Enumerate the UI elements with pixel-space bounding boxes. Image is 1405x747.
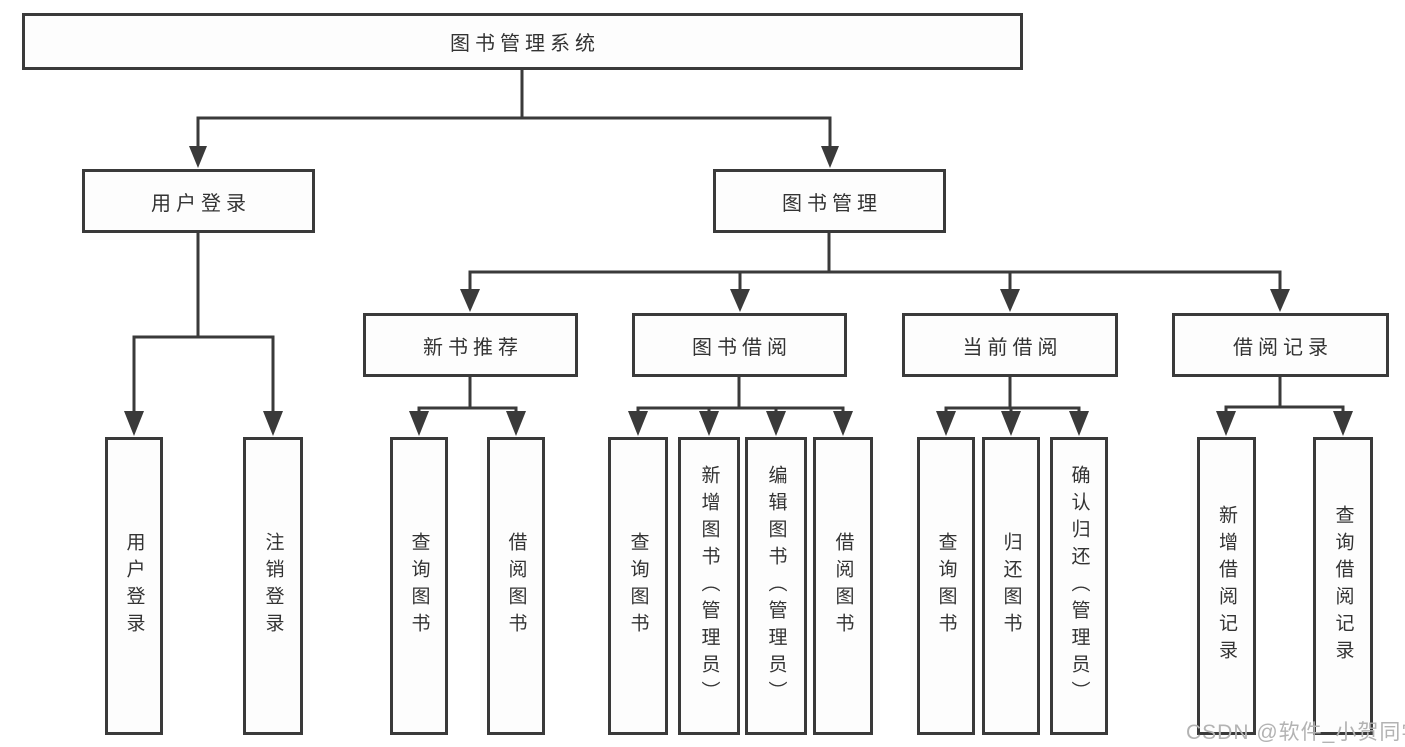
connector-records — [1224, 375, 1345, 417]
leaf-label: 新增借阅记录 — [1216, 505, 1237, 667]
connector-root — [196, 68, 832, 152]
csdn-watermark: CSDN @软件_小贺同学 — [1186, 721, 1405, 744]
node-label: 图书管理系统 — [450, 33, 600, 55]
leaf-borrow-books-1: 借阅图书 — [487, 437, 545, 735]
connector-user-login — [132, 231, 275, 417]
leaf-label: 归还图书 — [1000, 532, 1022, 640]
leaf-label: 查询图书 — [627, 532, 649, 640]
leaf-borrow-books-2: 借阅图书 — [813, 437, 873, 735]
node-root-system: 图书管理系统 — [22, 13, 1023, 70]
node-label: 当前借阅 — [962, 336, 1063, 359]
leaf-label: 借阅图书 — [832, 532, 854, 640]
leaf-label: 新增图书（管理员） — [698, 464, 720, 708]
leaf-label: 查询图书 — [935, 532, 957, 640]
leaf-label: 注销登录 — [262, 532, 284, 640]
connector-book-mgmt — [468, 231, 1282, 295]
leaf-logout: 注销登录 — [243, 437, 303, 735]
leaf-label: 借阅图书 — [505, 532, 527, 640]
arrowheads — [124, 146, 1353, 436]
leaf-user-login: 用户登录 — [105, 437, 163, 735]
leaf-add-borrow-record: 新增借阅记录 — [1197, 437, 1256, 735]
node-label: 图书管理 — [782, 192, 882, 215]
leaf-label: 查询图书 — [408, 532, 430, 640]
node-book-management: 图书管理 — [713, 169, 946, 233]
node-new-book-recommend: 新书推荐 — [363, 313, 578, 377]
node-current-borrow: 当前借阅 — [902, 313, 1118, 377]
connector-new-rec — [417, 375, 518, 417]
leaf-label: 确认归还（管理员） — [1068, 464, 1090, 708]
leaf-query-borrow-record: 查询借阅记录 — [1313, 437, 1373, 735]
node-label: 新书推荐 — [423, 336, 523, 359]
leaf-query-books-1: 查询图书 — [390, 437, 448, 735]
leaf-label: 编辑图书（管理员） — [765, 464, 787, 708]
leaf-confirm-return-admin: 确认归还（管理员） — [1050, 437, 1108, 735]
leaf-query-books-2: 查询图书 — [608, 437, 668, 735]
node-book-borrowing: 图书借阅 — [632, 313, 847, 377]
leaf-query-books-3: 查询图书 — [917, 437, 975, 735]
node-user-login: 用户登录 — [82, 169, 315, 233]
node-label: 用户登录 — [151, 192, 251, 215]
connector-borrowing — [636, 375, 845, 417]
leaf-label: 用户登录 — [123, 532, 145, 640]
node-label: 图书借阅 — [692, 336, 792, 359]
node-borrow-records: 借阅记录 — [1172, 313, 1389, 377]
connector-current — [944, 375, 1081, 417]
leaf-label: 查询借阅记录 — [1332, 505, 1354, 667]
leaf-edit-book-admin: 编辑图书（管理员） — [745, 437, 807, 735]
leaf-add-book-admin: 新增图书（管理员） — [678, 437, 740, 735]
node-label: 借阅记录 — [1233, 336, 1333, 359]
leaf-return-books: 归还图书 — [982, 437, 1040, 735]
